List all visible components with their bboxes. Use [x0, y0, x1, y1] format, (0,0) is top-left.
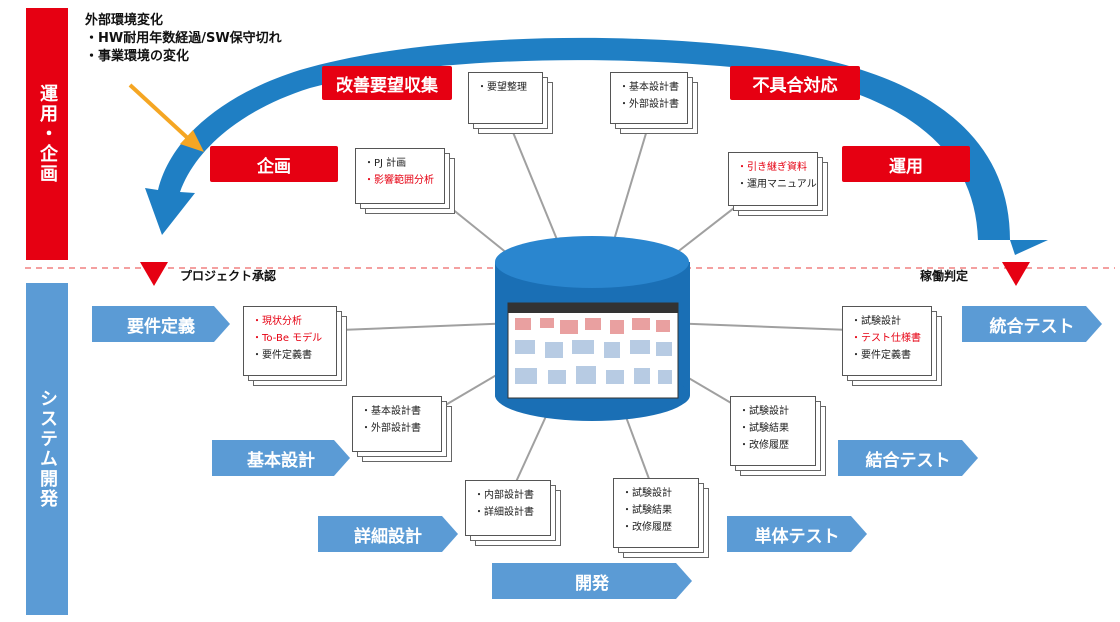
phase-integration-test: 結合テスト [838, 440, 978, 476]
label-unyou: 運用 [842, 146, 970, 182]
phase-basic-design: 基本設計 [212, 440, 350, 476]
doc-item: ・外部設計書 [361, 423, 421, 434]
doc-integration-test: ・試験設計 ・試験結果 ・改修履歴 [730, 396, 826, 476]
phase-requirements: 要件定義 [92, 306, 230, 342]
sidebar-operations-label: 運用・企画 [37, 84, 58, 184]
doc-item: ・基本設計書 [619, 82, 679, 93]
doc-item: ・試験設計 [622, 488, 672, 499]
doc-item: ・引き継ぎ資料 [737, 162, 807, 173]
doc-item: ・内部設計書 [474, 490, 534, 501]
doc-basic-design: ・基本設計書 ・外部設計書 [352, 396, 452, 462]
doc-item: ・改修履歴 [622, 522, 672, 533]
doc-system-test: ・試験設計 ・テスト仕様書 ・要件定義書 [842, 306, 942, 386]
phase-unit-test: 単体テスト [727, 516, 867, 552]
go-live-marker-triangle [1002, 262, 1030, 286]
doc-item: ・テスト仕様書 [851, 333, 921, 344]
database-icon [495, 236, 690, 421]
approval-marker-triangle [140, 262, 168, 286]
doc-item: ・試験結果 [622, 505, 672, 516]
doc-item: ・改修履歴 [739, 440, 789, 451]
doc-item: ・要件定義書 [851, 350, 911, 361]
doc-item: ・試験設計 [739, 406, 789, 417]
label-fuguai: 不具合対応 [730, 66, 860, 100]
external-change-title: 外部環境変化 [85, 13, 164, 28]
doc-item: ・運用マニュアル [737, 179, 817, 190]
doc-item: ・To-Be モデル [252, 333, 323, 344]
sidebar-development-label: システム開発 [37, 389, 58, 509]
cycle-arrow [145, 37, 1010, 240]
go-live-label: 稼働判定 [920, 269, 969, 283]
doc-item: ・要件定義書 [252, 350, 312, 361]
sidebar-operations-planning: 運用・企画 [26, 8, 68, 260]
doc-item: ・基本設計書 [361, 406, 421, 417]
doc-requirements: ・現状分析 ・To-Be モデル ・要件定義書 [243, 306, 347, 386]
label-kikaku: 企画 [210, 146, 338, 182]
doc-plan: ・PJ 計画 ・影響範囲分析 [355, 148, 455, 214]
doc-item: ・試験結果 [739, 423, 789, 434]
doc-unit-test: ・試験設計 ・試験結果 ・改修履歴 [613, 478, 709, 558]
phase-system-test: 統合テスト [962, 306, 1102, 342]
label-kaizen: 改善要望収集 [322, 66, 452, 100]
doc-item: ・現状分析 [252, 316, 302, 327]
doc-item: ・外部設計書 [619, 99, 679, 110]
external-change-arrow [128, 83, 194, 144]
sidebar-system-development: システム開発 [26, 283, 68, 615]
doc-item: ・試験設計 [851, 316, 901, 327]
doc-item: ・詳細設計書 [474, 507, 534, 518]
doc-design-top: ・基本設計書 ・外部設計書 [610, 72, 698, 134]
project-approval-label: プロジェクト承認 [180, 269, 277, 283]
doc-item: ・PJ 計画 [364, 158, 407, 169]
external-change-item: ・HW耐用年数経過/SW保守切れ [85, 31, 282, 46]
doc-item: ・要望整理 [477, 82, 527, 93]
doc-request: ・要望整理 [468, 72, 553, 134]
external-change-item: ・事業環境の変化 [85, 49, 190, 64]
phase-detailed-design: 詳細設計 [318, 516, 458, 552]
phase-development: 開発 [492, 563, 692, 599]
doc-detail-design: ・内部設計書 ・詳細設計書 [465, 480, 561, 546]
external-change-note: 外部環境変化 ・HW耐用年数経過/SW保守切れ ・事業環境の変化 [85, 12, 282, 66]
doc-handover: ・引き継ぎ資料 ・運用マニュアル [728, 152, 828, 216]
doc-item: ・影響範囲分析 [364, 175, 434, 186]
